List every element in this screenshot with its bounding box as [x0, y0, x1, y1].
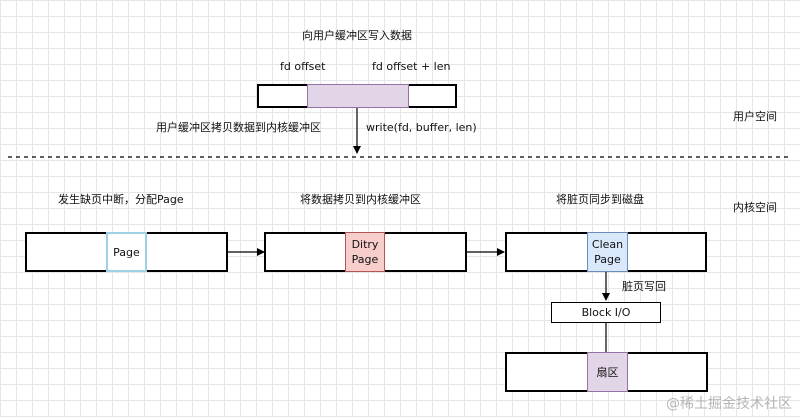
user-space-label: 用户空间: [733, 110, 777, 123]
disk-sector: 扇区: [587, 352, 628, 392]
dirty-page: Ditry Page: [345, 232, 385, 272]
copy-to-kernel-label: 用户缓冲区拷贝数据到内核缓冲区: [156, 121, 321, 134]
sync-disk-label: 将脏页同步到磁盘: [556, 193, 644, 206]
page-fault-label: 发生缺页中断，分配Page: [58, 193, 184, 206]
disk-buffer: 扇区: [505, 352, 708, 392]
fd-offset-label: fd offset: [280, 60, 326, 73]
dirty-page-label-line1: Ditry: [351, 238, 379, 251]
dirty-page-label-line2: Page: [351, 253, 379, 266]
copy-kernel-label: 将数据拷贝到内核缓冲区: [300, 193, 421, 206]
clean-page-label-line2: Page: [594, 253, 621, 266]
fd-offset-len-label: fd offset + len: [372, 60, 451, 73]
write-call-label: write(fd, buffer, len): [366, 121, 477, 134]
writeback-label: 脏页写回: [622, 280, 666, 293]
new-page-label: Page: [113, 245, 140, 259]
clean-page: Clean Page: [587, 232, 628, 272]
user-buffer-title: 向用户缓冲区写入数据: [302, 29, 412, 42]
disk-sector-label: 扇区: [596, 365, 619, 379]
watermark: @稀土掘金技术社区: [666, 396, 792, 412]
block-io-box: Block I/O: [551, 302, 661, 323]
user-buffer-data-segment: [307, 84, 409, 108]
kernel-buffer-2: Ditry Page: [264, 232, 467, 272]
user-buffer: [257, 84, 457, 108]
kernel-buffer-3: Clean Page: [505, 232, 707, 272]
new-page: Page: [106, 232, 147, 272]
clean-page-label-line1: Clean: [591, 238, 624, 251]
kernel-space-label: 内核空间: [733, 201, 777, 214]
block-io-label: Block I/O: [581, 306, 631, 319]
kernel-buffer-1: Page: [25, 232, 228, 272]
